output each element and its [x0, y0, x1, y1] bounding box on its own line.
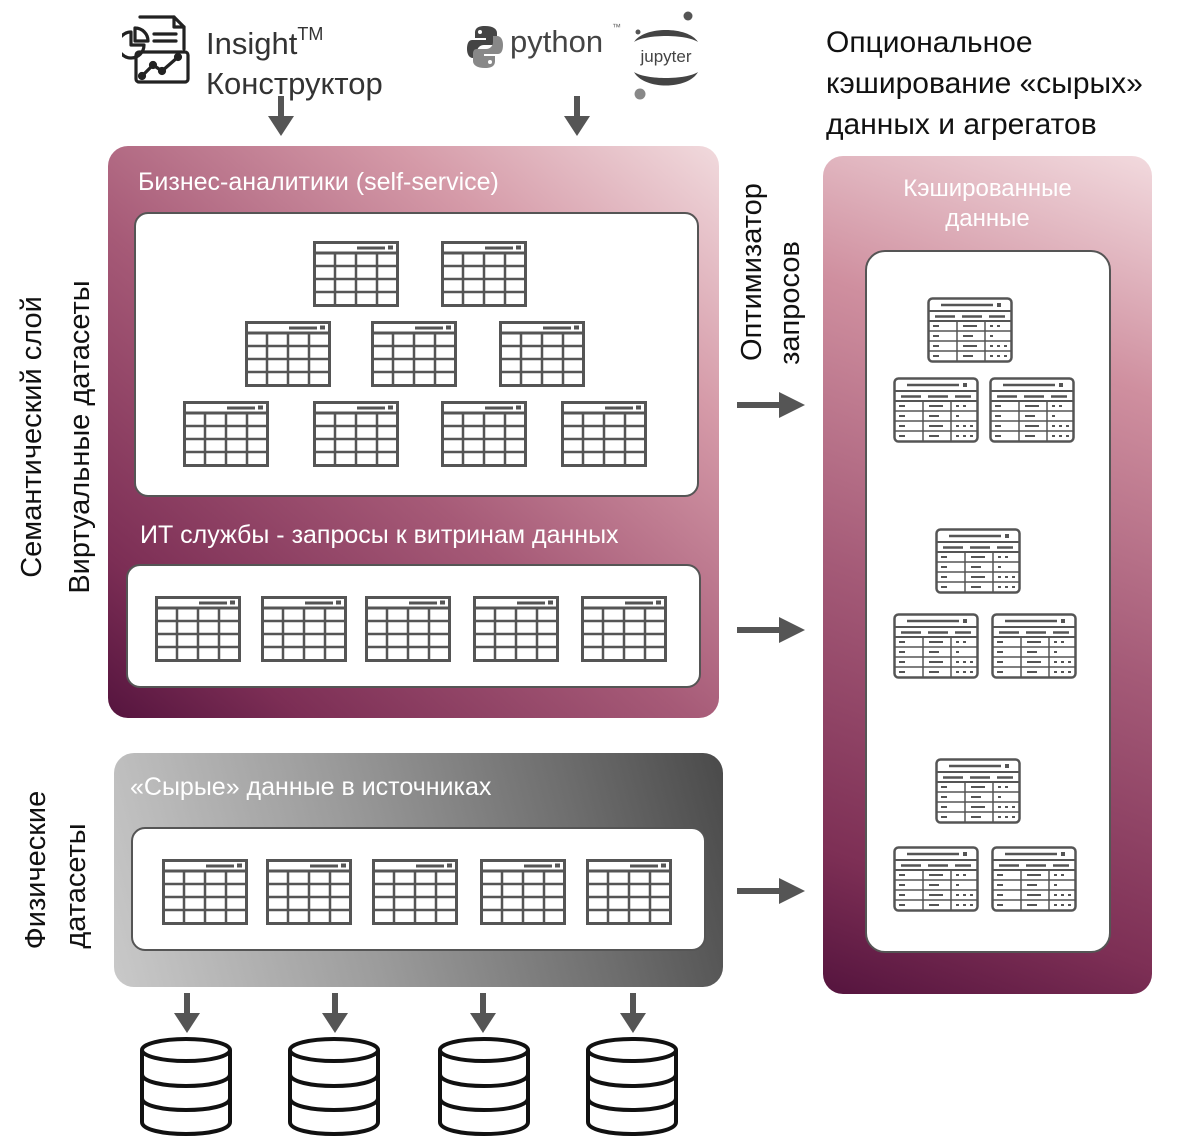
- table-icon: [365, 596, 451, 662]
- raw-data-title: «Сырые» данные в источниках: [130, 773, 492, 801]
- table-icon: [371, 321, 457, 387]
- jupyter-label: jupyter: [639, 47, 691, 66]
- insight-constructor-label: InsightTM Конструктор: [206, 14, 383, 104]
- cached-table-icon: [893, 613, 979, 679]
- cached-table-icon: [927, 297, 1013, 363]
- cached-data-title: Кэшированные данные: [823, 174, 1152, 234]
- source-down-arrow: [320, 993, 350, 1035]
- source-down-arrow: [618, 993, 648, 1035]
- table-icon: [441, 241, 527, 307]
- python-down-arrow: [562, 96, 592, 138]
- database-icon: [584, 1036, 680, 1136]
- table-icon: [155, 596, 241, 662]
- insight-name: Insight: [206, 26, 298, 61]
- caching-caption: Опциональное кэширование «сырых» данных …: [826, 22, 1143, 145]
- caching-caption-line1: Опциональное: [826, 26, 1033, 59]
- insight-down-arrow: [266, 96, 296, 138]
- cached-data-title-line2: данные: [945, 205, 1030, 232]
- business-analytics-panel: [134, 212, 699, 497]
- cached-data-panel: [865, 250, 1111, 953]
- table-icon: [441, 401, 527, 467]
- insight-subtitle: Конструктор: [206, 66, 383, 101]
- table-icon: [245, 321, 331, 387]
- business-analytics-title: Бизнес-аналитики (self-service): [138, 168, 499, 196]
- python-trademark: ™: [612, 22, 621, 32]
- table-icon: [162, 859, 248, 925]
- database-icon: [138, 1036, 234, 1136]
- table-icon: [561, 401, 647, 467]
- table-icon: [581, 596, 667, 662]
- cached-table-icon: [935, 528, 1021, 594]
- jupyter-logo-icon: jupyter: [626, 8, 706, 107]
- table-icon: [480, 859, 566, 925]
- cached-table-icon: [893, 846, 979, 912]
- cached-data-title-line1: Кэшированные: [903, 175, 1072, 202]
- insight-logo-icon: [116, 14, 192, 91]
- raw-to-cache-right-arrow: [737, 876, 807, 906]
- table-icon: [266, 859, 352, 925]
- database-icon: [436, 1036, 532, 1136]
- physical-datasets-block: «Сырые» данные в источниках: [114, 753, 723, 987]
- it-services-title: ИТ службы - запросы к витринам данных: [140, 521, 619, 549]
- python-label: python: [510, 24, 604, 59]
- table-icon: [261, 596, 347, 662]
- caching-caption-line2: кэширование «сырых»: [826, 67, 1143, 100]
- insight-trademark: TM: [297, 24, 324, 44]
- cached-table-icon: [893, 377, 979, 443]
- physical-datasets-label-line1: Физические: [20, 790, 52, 950]
- optimizer-right-arrow: [737, 390, 807, 420]
- virtual-datasets-label: Виртуальные датасеты: [64, 280, 96, 594]
- it-services-panel: [126, 564, 701, 688]
- physical-datasets-label-line2: датасеты: [60, 823, 92, 949]
- table-icon: [372, 859, 458, 925]
- cached-table-icon: [991, 846, 1077, 912]
- source-down-arrow: [468, 993, 498, 1035]
- query-optimizer-label-line2: запросов: [774, 241, 806, 365]
- cached-data-block: Кэшированные данные: [823, 156, 1152, 994]
- source-down-arrow: [172, 993, 202, 1035]
- virtual-datasets-block: Бизнес-аналитики (self-service) ИТ служб…: [108, 146, 719, 718]
- cached-table-icon: [989, 377, 1075, 443]
- it-to-cache-right-arrow: [737, 615, 807, 645]
- cached-table-icon: [935, 758, 1021, 824]
- raw-data-panel: [131, 827, 706, 951]
- table-icon: [586, 859, 672, 925]
- semantic-layer-label: Семантический слой: [16, 296, 48, 578]
- python-logo-icon: [466, 24, 504, 75]
- query-optimizer-label-line1: Оптимизатор: [736, 183, 768, 361]
- table-icon: [313, 401, 399, 467]
- table-icon: [499, 321, 585, 387]
- table-icon: [473, 596, 559, 662]
- database-icon: [286, 1036, 382, 1136]
- cached-table-icon: [991, 613, 1077, 679]
- table-icon: [313, 241, 399, 307]
- caching-caption-line3: данных и агрегатов: [826, 108, 1097, 141]
- table-icon: [183, 401, 269, 467]
